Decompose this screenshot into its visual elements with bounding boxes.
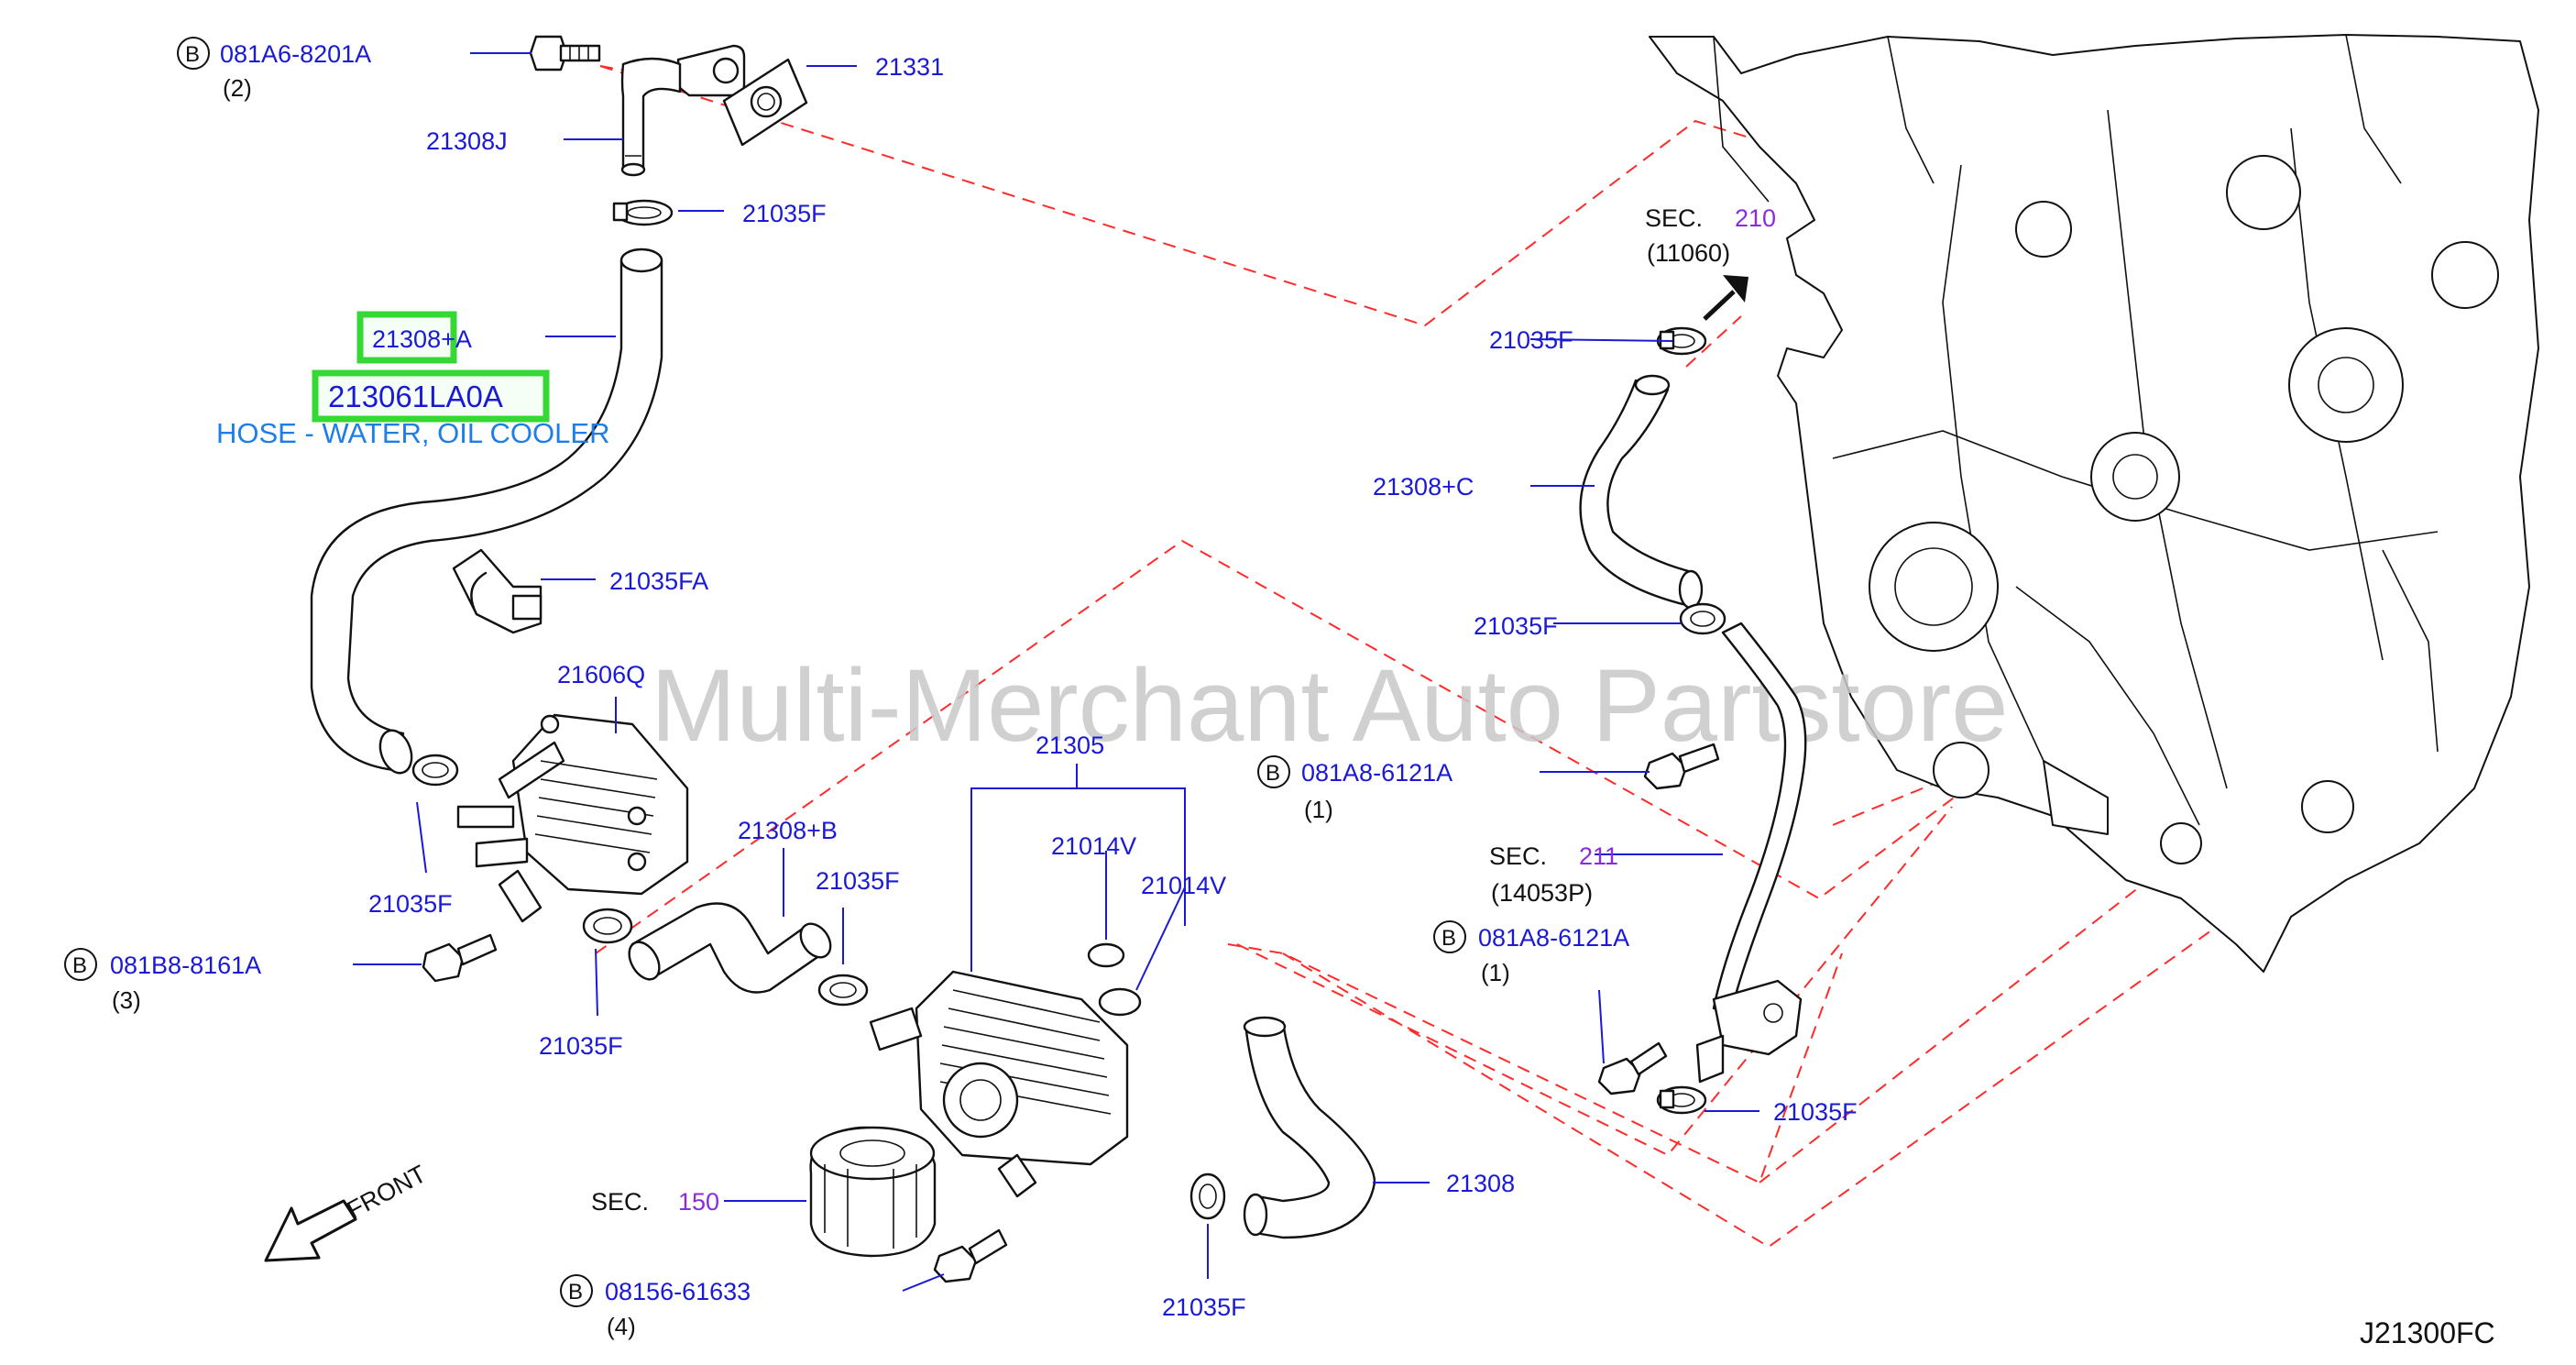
clamp-left-icon (411, 754, 459, 787)
sec-211-ref: (14053P) (1491, 879, 1593, 907)
leader-lines (353, 52, 1759, 1292)
hose-21308B-icon (628, 902, 832, 994)
highlight-partno-box (312, 369, 550, 423)
bolt-bottom-icon (933, 1228, 1008, 1283)
front-label: FRONT (343, 1160, 431, 1224)
clamp-left-low-icon (582, 908, 633, 944)
bolt-top-number[interactable]: 081A6-8201A (220, 40, 371, 68)
arrow-up-right-icon (1703, 275, 1748, 321)
bolt-bottom-qty: (4) (607, 1313, 636, 1340)
label-21035FA[interactable]: 21035FA (609, 567, 708, 595)
label-21305[interactable]: 21305 (1036, 732, 1104, 759)
pipe-21308J-icon (620, 44, 746, 177)
section-210[interactable]: SEC. 210 (11060) (1645, 204, 1776, 267)
diagram-code: J21300FC (2360, 1316, 2495, 1349)
bolt-bottom-number[interactable]: 08156-61633 (605, 1278, 751, 1305)
cooler-21606Q-icon (456, 713, 689, 923)
callout-bolt-right-lower[interactable]: B 081A8-6121A (1) (1433, 920, 1629, 986)
label-21308J[interactable]: 21308J (426, 127, 508, 155)
sec-150-number[interactable]: 150 (678, 1188, 719, 1216)
label-21606Q[interactable]: 21606Q (557, 661, 645, 688)
bolt-right-lower-qty: (1) (1481, 959, 1510, 986)
clamp-mid-icon (817, 974, 869, 1007)
oil-cooler-21305-icon (869, 970, 1129, 1198)
callout-bolt-bottom[interactable]: B 08156-61633 (4) (560, 1274, 751, 1340)
hose-21308-icon (1243, 1016, 1376, 1239)
badge-b: B (1441, 926, 1456, 951)
highlight-description: HOSE - WATER, OIL COOLER (216, 417, 609, 449)
pipe-sec211-icon (1695, 622, 1807, 1084)
badge-b: B (1266, 761, 1280, 786)
section-211[interactable]: SEC. 211 (14053P) (1489, 842, 1618, 907)
bolt-right-upper-icon (1643, 743, 1720, 790)
label-21331[interactable]: 21331 (875, 53, 944, 81)
top-pipe-assembly (529, 35, 808, 226)
label-21014V-a[interactable]: 21014V (1051, 832, 1136, 860)
sec-210-number[interactable]: 210 (1735, 204, 1776, 232)
sec-210-prefix: SEC. (1645, 204, 1703, 232)
label-clamp-left-low[interactable]: 21035F (539, 1032, 623, 1060)
clamp-right-low-icon (1656, 1085, 1707, 1115)
label-21308C[interactable]: 21308+C (1373, 473, 1474, 501)
label-clamp-top[interactable]: 21035F (742, 200, 827, 227)
oring-b-icon (1098, 987, 1142, 1017)
highlight-ref-label[interactable]: 21308+A (372, 325, 472, 353)
front-arrow-icon (264, 1199, 357, 1262)
clamp-right-icon (1679, 602, 1726, 635)
label-clamp-left[interactable]: 21035F (368, 890, 453, 918)
callout-bolt-top[interactable]: B 081A6-8201A (2) (177, 37, 371, 102)
bolt-right-upper-qty: (1) (1304, 796, 1333, 823)
bolt-right-lower-number[interactable]: 081A8-6121A (1478, 924, 1629, 952)
highlight-part-number[interactable]: 213061LA0A (328, 380, 503, 413)
bolt-right-upper-number[interactable]: 081A8-6121A (1301, 759, 1452, 787)
sec-211-number[interactable]: 211 (1579, 842, 1618, 870)
highlight-ref-box (356, 311, 457, 364)
engine-block (1649, 34, 2539, 973)
badge-b: B (72, 953, 87, 978)
label-clamp-right[interactable]: 21035F (1474, 612, 1558, 640)
hose-21308A-icon (310, 248, 663, 775)
clamp-fa-icon (452, 548, 543, 634)
label-21308[interactable]: 21308 (1446, 1170, 1515, 1197)
sec-211-prefix: SEC. (1489, 842, 1547, 870)
callout-bolt-right-upper[interactable]: B 081A8-6121A (1) (1257, 755, 1452, 823)
section-150[interactable]: SEC. 150 (591, 1188, 719, 1216)
label-21014V-b[interactable]: 21014V (1141, 872, 1226, 899)
label-clamp-mid[interactable]: 21035F (816, 867, 900, 895)
callout-bolt-left[interactable]: B 081B8-8161A (3) (64, 948, 261, 1014)
hose-21308C-icon (1579, 374, 1704, 610)
label-21308B[interactable]: 21308+B (738, 817, 838, 844)
oring-a-icon (1087, 942, 1125, 968)
bolt-left-qty: (3) (112, 986, 141, 1014)
clamp-top-icon (612, 199, 674, 226)
sec-150-prefix: SEC. (591, 1188, 649, 1216)
badge-b: B (185, 42, 200, 67)
oil-filter-icon (809, 1126, 937, 1258)
gasket-21331-icon (722, 58, 808, 147)
bolt-right-lower-icon (1597, 1041, 1668, 1095)
label-clamp-right-low[interactable]: 21035F (1773, 1098, 1858, 1126)
badge-b: B (568, 1280, 583, 1304)
bolt-top-icon (529, 35, 601, 72)
label-clamp-sec210[interactable]: 21035F (1489, 326, 1573, 354)
bolt-left-icon (422, 933, 498, 983)
label-clamp-bottom[interactable]: 21035F (1162, 1293, 1246, 1321)
bolt-left-number[interactable]: 081B8-8161A (110, 952, 261, 979)
clamp-bottom-icon (1189, 1172, 1226, 1220)
bolt-top-qty: (2) (223, 74, 252, 102)
sec-210-ref: (11060) (1647, 239, 1730, 267)
